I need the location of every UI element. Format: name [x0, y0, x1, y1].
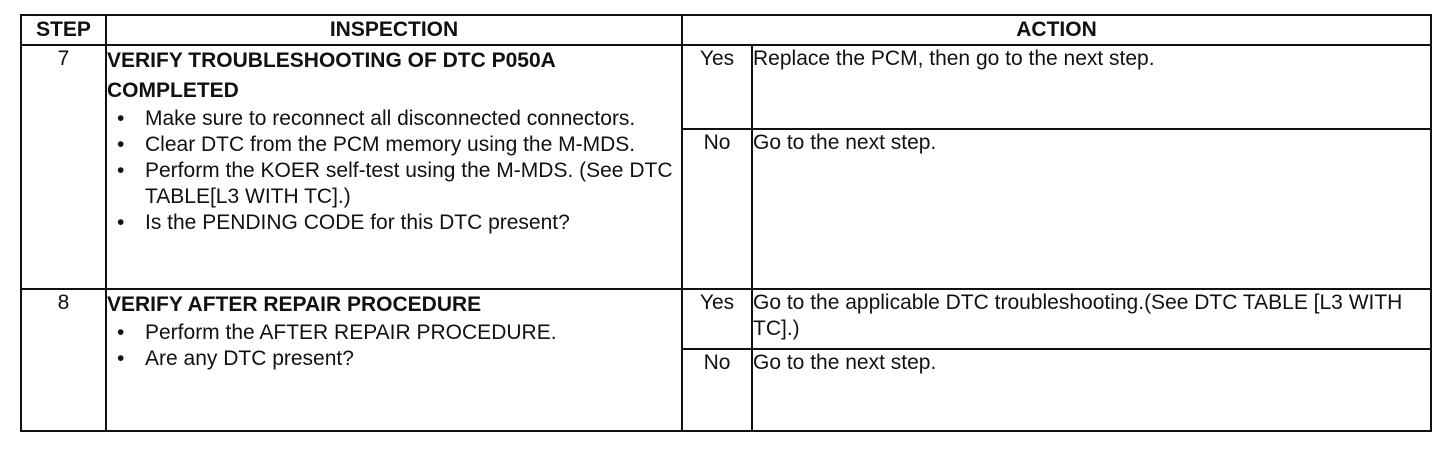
inspection-cell: VERIFY TROUBLESHOOTING OF DTC P050A COMP… [105, 44, 683, 290]
header-step: STEP [20, 14, 107, 46]
inspection-title-line: VERIFY TROUBLESHOOTING OF DTC P050A [107, 49, 556, 72]
inspection-title: VERIFY AFTER REPAIR PROCEDURE [107, 293, 482, 316]
yes-action: Go to the applicable DTC troubleshooting… [751, 288, 1432, 350]
troubleshooting-table: STEP INSPECTION ACTION 7 VERIFY TROUBLES… [20, 14, 1432, 432]
list-item: Perform the AFTER REPAIR PROCEDURE. [107, 320, 681, 346]
yes-label: Yes [681, 44, 753, 130]
no-label: No [681, 348, 753, 432]
step-number: 7 [20, 44, 107, 290]
yes-action: Replace the PCM, then go to the next ste… [751, 44, 1432, 130]
list-item: Is the PENDING CODE for this DTC present… [107, 210, 681, 236]
table-row: No Go to the next step. [21, 348, 1432, 432]
no-action: Go to the next step. [751, 128, 1432, 290]
list-item: Clear DTC from the PCM memory using the … [107, 132, 681, 158]
list-item: Make sure to reconnect all disconnected … [107, 106, 681, 132]
inspection-cell: VERIFY AFTER REPAIR PROCEDURE Perform th… [105, 288, 683, 432]
no-label: No [681, 128, 753, 290]
inspection-bullets: Perform the AFTER REPAIR PROCEDURE. Are … [107, 320, 681, 372]
table-row: No Go to the next step. [21, 128, 1432, 290]
yes-label: Yes [681, 288, 753, 350]
inspection-bullets: Make sure to reconnect all disconnected … [107, 106, 681, 236]
header-inspection: INSPECTION [105, 14, 683, 46]
no-action: Go to the next step. [751, 348, 1432, 432]
list-item: Perform the KOER self-test using the M-M… [107, 158, 681, 210]
table-header-row: STEP INSPECTION ACTION [20, 14, 1432, 46]
table-row: 8 VERIFY AFTER REPAIR PROCEDURE Perform … [20, 288, 1432, 432]
inspection-title: VERIFY TROUBLESHOOTING OF DTC P050A COMP… [107, 46, 681, 106]
list-item: Are any DTC present? [107, 346, 681, 372]
header-action: ACTION [681, 14, 1432, 46]
step-number: 8 [20, 288, 107, 432]
dtc-troubleshooting-sheet: STEP INSPECTION ACTION 7 VERIFY TROUBLES… [20, 14, 1432, 432]
table-row: 7 VERIFY TROUBLESHOOTING OF DTC P050A CO… [20, 44, 1432, 290]
inspection-title-line: COMPLETED [107, 79, 239, 102]
